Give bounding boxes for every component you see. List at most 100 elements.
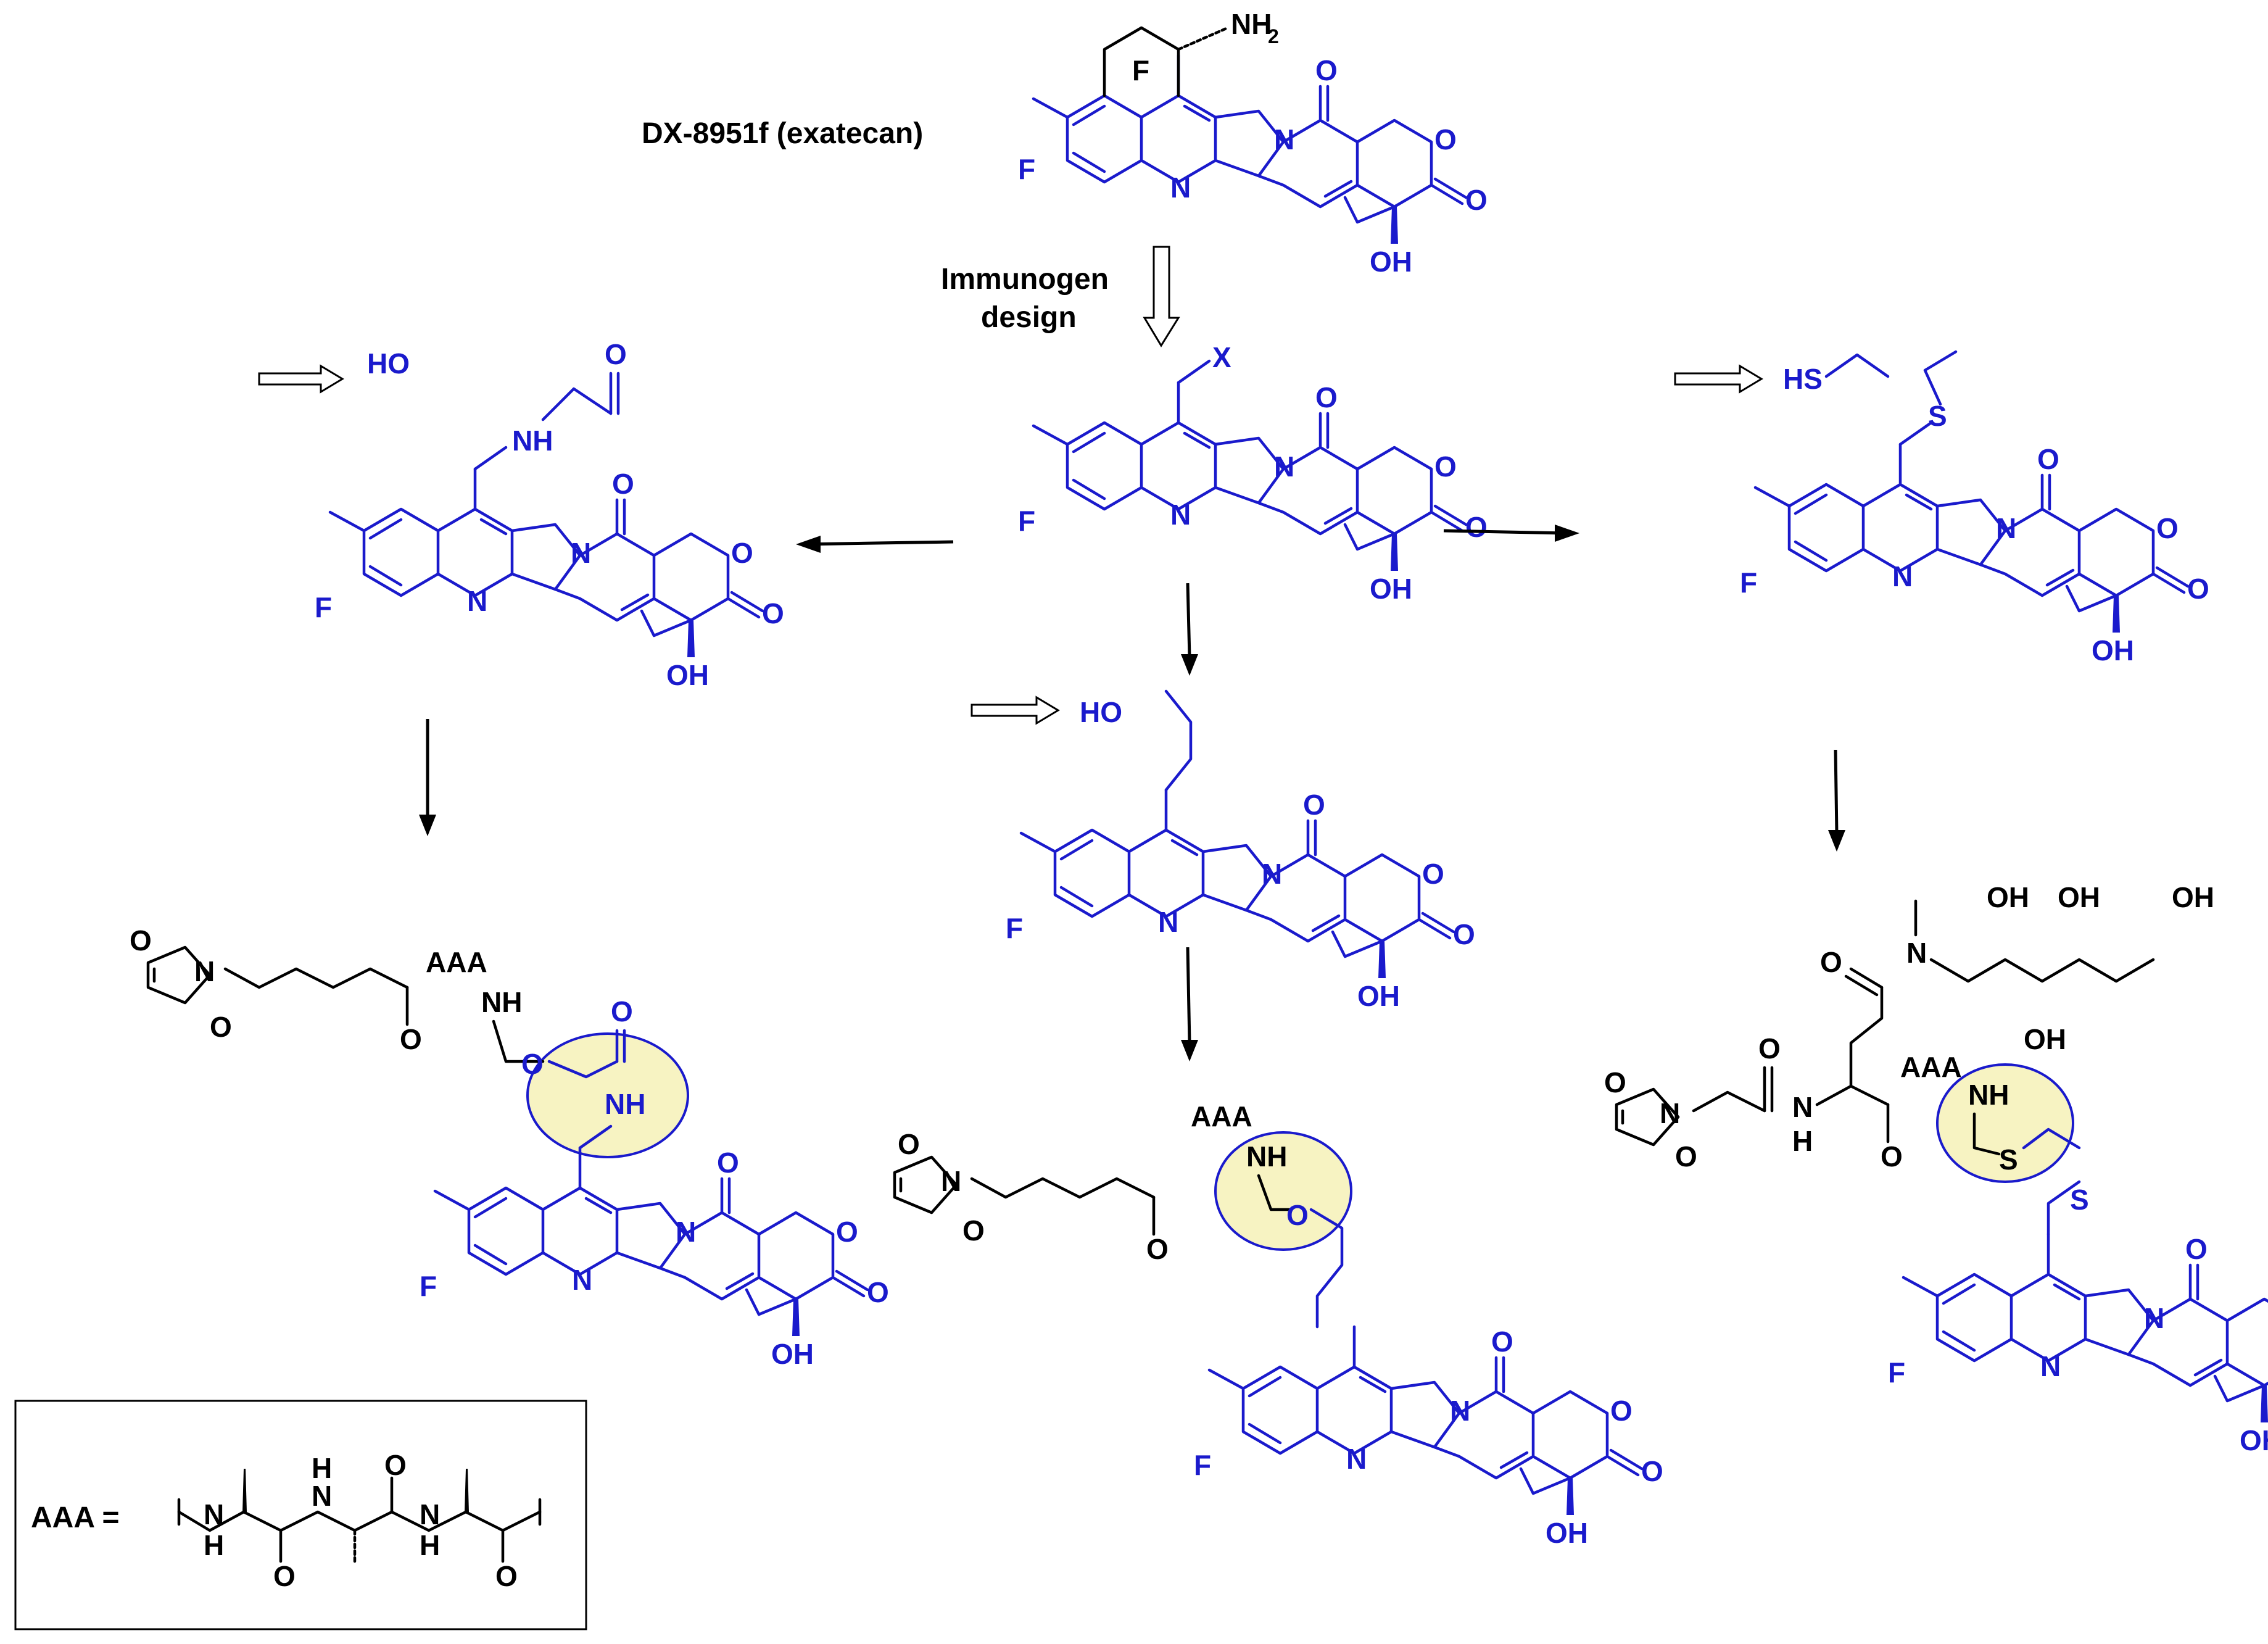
- maleimide-o-top: O: [898, 1128, 920, 1160]
- ketone-o-label: O: [2185, 1233, 2208, 1265]
- pyridone-n-label: N: [1996, 512, 2016, 544]
- thioether-s: S: [2070, 1184, 2089, 1216]
- amide-nh-h: H: [1792, 1125, 1813, 1157]
- maleimide-n: N: [1660, 1097, 1680, 1129]
- propanoyl-o: O: [1758, 1032, 1781, 1065]
- pyridone-n-label: N: [1274, 123, 1294, 156]
- quinoline-n-label: N: [1346, 1443, 1367, 1475]
- hydroxyl-label: OH: [1546, 1517, 1588, 1549]
- hydroxyl-label: OH: [2092, 634, 2134, 666]
- hydroxyl-ho-label: HO: [367, 347, 410, 380]
- maleimide-n: N: [941, 1165, 961, 1197]
- aaa-nh-3: N: [420, 1498, 440, 1530]
- fluoro-label: F: [1888, 1356, 1905, 1389]
- exatecan-structure: F NH 2 F N N O O O OH: [1018, 8, 1488, 278]
- maleimide-o-bottom: O: [962, 1214, 985, 1247]
- amide-o-label: O: [605, 338, 627, 370]
- maleimide-o-bottom: O: [1675, 1140, 1697, 1173]
- retro-arrow-center-branch: [971, 695, 1060, 725]
- fluoro-label: F: [1740, 567, 1757, 599]
- polyol-oh-2: OH: [2024, 1023, 2066, 1055]
- polyol-oh-4: OH: [2172, 881, 2214, 913]
- amine-subscript: 2: [1268, 25, 1279, 48]
- aaa-token: AAA: [426, 946, 487, 978]
- fluoro-label: F: [315, 591, 332, 623]
- hexanoyl-o: O: [400, 1023, 422, 1055]
- fluoro-label: F: [1018, 505, 1035, 537]
- right-conjugate-core: F N N O O O OH: [1888, 1233, 2268, 1456]
- linker-nh: NH: [481, 986, 522, 1018]
- left-conjugate-core: F N N O O O OH: [420, 1124, 889, 1370]
- linker-highlight: [1936, 1063, 2074, 1183]
- lactone-co-label: O: [1453, 918, 1475, 950]
- fluoro-label: F: [420, 1270, 437, 1302]
- quinoline-n-label: N: [1158, 906, 1178, 938]
- maleimide-o-top: O: [1604, 1066, 1626, 1098]
- arrow-down-center: [1186, 583, 1191, 658]
- amide-nh-label: NH: [512, 425, 553, 457]
- aaa-token: AAA: [1900, 1051, 1962, 1083]
- aaa-h-2: H: [312, 1452, 332, 1484]
- hydroxybutyl-derivative: HO F N N O O O OH: [1006, 689, 1475, 1012]
- pyridone-n-label: N: [1450, 1395, 1470, 1427]
- ketone-o-label: O: [1315, 54, 1338, 86]
- arrow-down-right: [1834, 749, 1839, 834]
- arrow-down-left-head: [419, 815, 436, 836]
- polyol-oh-1: OH: [1987, 881, 2029, 913]
- ketone-o-label: O: [2037, 443, 2059, 475]
- pyridone-n-label: N: [571, 537, 591, 569]
- quinoline-n-label: N: [2040, 1350, 2061, 1382]
- glutamyl-o: O: [1881, 1140, 1903, 1173]
- ketone-o-label: O: [612, 468, 634, 500]
- amide-nh: NH: [605, 1088, 645, 1120]
- retro-arrow-down: [1143, 246, 1180, 347]
- hydroxyl-label: OH: [2240, 1424, 2268, 1456]
- linker-highlight: [526, 1032, 689, 1158]
- polyol-oh-3: OH: [2058, 881, 2100, 913]
- arrow-left: [801, 540, 954, 546]
- fluoro-label: F: [1018, 153, 1035, 185]
- arrow-down-center-2: [1186, 947, 1191, 1044]
- fluoro-label: F: [1194, 1449, 1211, 1481]
- pyridone-n-label: N: [2144, 1302, 2164, 1334]
- center-conjugate: O O N O AAA NH O: [893, 1100, 1352, 1329]
- lactone-co-label: O: [2187, 573, 2209, 605]
- hydroxyl-label: OH: [666, 659, 709, 691]
- lactone-o-label: O: [2156, 512, 2179, 544]
- ether-o: O: [521, 1048, 544, 1080]
- hydroxyl-label: OH: [1357, 980, 1400, 1012]
- aaa-o-2: O: [384, 1449, 407, 1481]
- aaa-o-1: O: [273, 1560, 296, 1592]
- arrow-right-head: [1555, 525, 1579, 542]
- lactone-o-label: O: [1434, 450, 1457, 483]
- thioether-s-label: S: [1928, 400, 1947, 432]
- fluoro-label: F: [1006, 912, 1023, 944]
- hydroxyl-label: OH: [1370, 246, 1412, 278]
- immunogen-label-line2: design: [981, 301, 1077, 334]
- aaa-o-3: O: [495, 1560, 518, 1592]
- lactone-o-label: O: [731, 537, 753, 569]
- thiol-derivative: S HS F N N O O O OH: [1740, 350, 2209, 666]
- hexanoyl-o: O: [1146, 1233, 1169, 1265]
- methylamide-n: N: [1906, 937, 1927, 969]
- left-conjugate: O O N O AAA NH O O NH: [130, 924, 689, 1158]
- center-conjugate-core: F N N O O O OH: [1194, 1326, 1663, 1549]
- maleimide-o-top: O: [130, 924, 152, 957]
- maleimide-o-bottom: O: [210, 1011, 232, 1043]
- side-chain-o: O: [1820, 946, 1842, 978]
- thiol-hs-label: HS: [1783, 363, 1823, 395]
- arrow-down-center-head: [1181, 654, 1198, 676]
- ketone-o-label: O: [1315, 381, 1338, 413]
- lactone-o-label: O: [1434, 123, 1457, 156]
- lactone-co-label: O: [867, 1276, 889, 1308]
- lactone-co-label: O: [762, 597, 784, 629]
- linker-highlight: [1214, 1131, 1352, 1251]
- pyridone-n-label: N: [1262, 858, 1282, 890]
- aaa-nh-1: N: [204, 1498, 224, 1530]
- aaa-nh-2: N: [312, 1480, 332, 1512]
- ring-label-f: F: [1132, 54, 1149, 86]
- pyridone-n-label: N: [1274, 450, 1294, 483]
- maleimide-n: N: [194, 955, 215, 987]
- aaa-h-1: H: [204, 1529, 224, 1561]
